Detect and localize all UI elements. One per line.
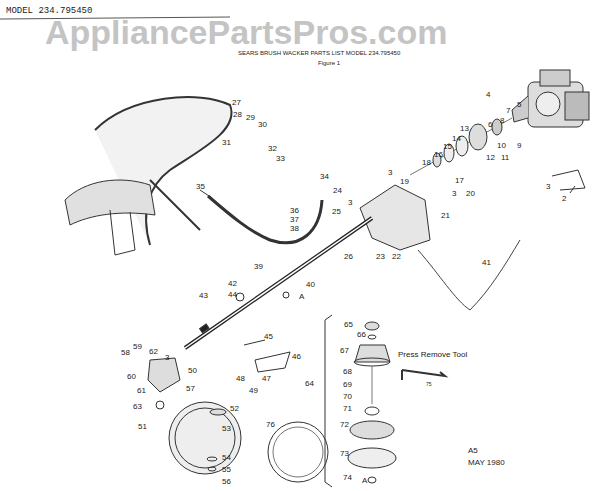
header-text: Figure 1	[318, 60, 340, 67]
callout-number: 60	[127, 372, 136, 381]
callout-number: 38	[290, 224, 299, 233]
model-title: MODEL 234.795450	[6, 6, 92, 16]
callout-number: 10	[497, 141, 506, 150]
callout-number: A5	[468, 446, 478, 455]
callout-number: 14	[452, 134, 461, 143]
callout-number: 73	[340, 449, 349, 458]
callout-number: 6	[488, 120, 492, 129]
callout-number: 12	[486, 153, 495, 162]
callout-number: 19	[400, 177, 409, 186]
callout-number: 40	[306, 280, 315, 289]
callout-number: A	[299, 292, 304, 301]
callout-number: 68	[343, 367, 352, 376]
callout-number: 64	[305, 379, 314, 388]
callout-number: 20	[466, 189, 475, 198]
callout-number: 58	[121, 348, 130, 357]
callout-number: 72	[340, 420, 349, 429]
date-note: MAY 1980	[468, 458, 505, 467]
callout-number: 3	[165, 353, 169, 362]
callout-number: 27	[232, 98, 241, 107]
callout-number: Press Remove Tool	[398, 350, 467, 359]
callout-number: 48	[236, 374, 245, 383]
callout-number: 7	[506, 106, 510, 115]
callout-number: 62	[149, 347, 158, 356]
callout-number: 18	[422, 158, 431, 167]
callout-number: 26	[344, 252, 353, 261]
watermark: AppliancePartsPros.com	[45, 16, 447, 48]
callout-number: 63	[133, 402, 142, 411]
callout-number: 45	[264, 332, 273, 341]
callout-number: 3	[452, 189, 456, 198]
callout-number: 36	[290, 206, 299, 215]
header-text: SEARS BRUSH WACKER PARTS LIST MODEL 234.…	[238, 50, 400, 57]
callout-number: 71	[343, 404, 352, 413]
callout-number: 42	[228, 279, 237, 288]
callout-number: 35	[196, 182, 205, 191]
callout-number: 17	[455, 176, 464, 185]
callout-number: 25	[332, 207, 341, 216]
callout-number: 65	[344, 320, 353, 329]
callout-number: 11	[501, 153, 509, 162]
callout-number: 2	[562, 194, 566, 203]
callout-number: 44	[228, 290, 237, 299]
callout-number: 55	[222, 465, 231, 474]
tool-note: 75	[426, 381, 432, 387]
callout-number: 66	[357, 330, 366, 339]
callout-number: 70	[343, 392, 352, 401]
callout-number: 3	[546, 182, 550, 191]
callout-number: 56	[222, 477, 231, 486]
callout-number: 57	[186, 384, 195, 393]
callout-number: 5	[517, 100, 521, 109]
callout-number: 3	[388, 168, 392, 177]
callout-number: 21	[441, 211, 450, 220]
callout-number: 31	[222, 138, 231, 147]
callout-number: 13	[460, 124, 469, 133]
callout-number: 74	[343, 473, 352, 482]
callout-number: 16	[434, 150, 443, 159]
callout-number: 29	[246, 113, 255, 122]
callout-number: 37	[290, 215, 299, 224]
callout-number: 8	[500, 116, 504, 125]
callout-number: 22	[392, 252, 401, 261]
callout-number: 52	[230, 404, 239, 413]
callout-number: 34	[320, 172, 329, 181]
callout-number: 41	[482, 258, 491, 267]
callout-number: 67	[340, 346, 349, 355]
callout-number: 76	[266, 420, 275, 429]
callout-number: 46	[292, 352, 301, 361]
callout-number: 54	[222, 453, 231, 462]
callout-number: 4	[486, 90, 490, 99]
callout-number: 23	[376, 252, 385, 261]
callout-number: 33	[276, 154, 285, 163]
callout-number: A	[362, 476, 367, 485]
callout-number: 3	[348, 198, 352, 207]
callout-number: 28	[233, 110, 242, 119]
callout-number: 69	[343, 380, 352, 389]
callout-number: 24	[333, 186, 342, 195]
callout-number: 9	[517, 141, 521, 150]
callout-number: 59	[133, 342, 142, 351]
callout-number: 51	[138, 422, 147, 431]
callout-number: 30	[258, 120, 267, 129]
callout-number: 47	[262, 374, 271, 383]
callout-number: 39	[254, 262, 263, 271]
callout-number: 49	[249, 386, 258, 395]
callout-number: 32	[268, 144, 277, 153]
callout-number: 53	[222, 424, 231, 433]
callout-number: 50	[188, 366, 197, 375]
callout-number: 61	[137, 386, 146, 395]
callout-number: 15	[443, 142, 452, 151]
callout-number: 43	[199, 291, 208, 300]
